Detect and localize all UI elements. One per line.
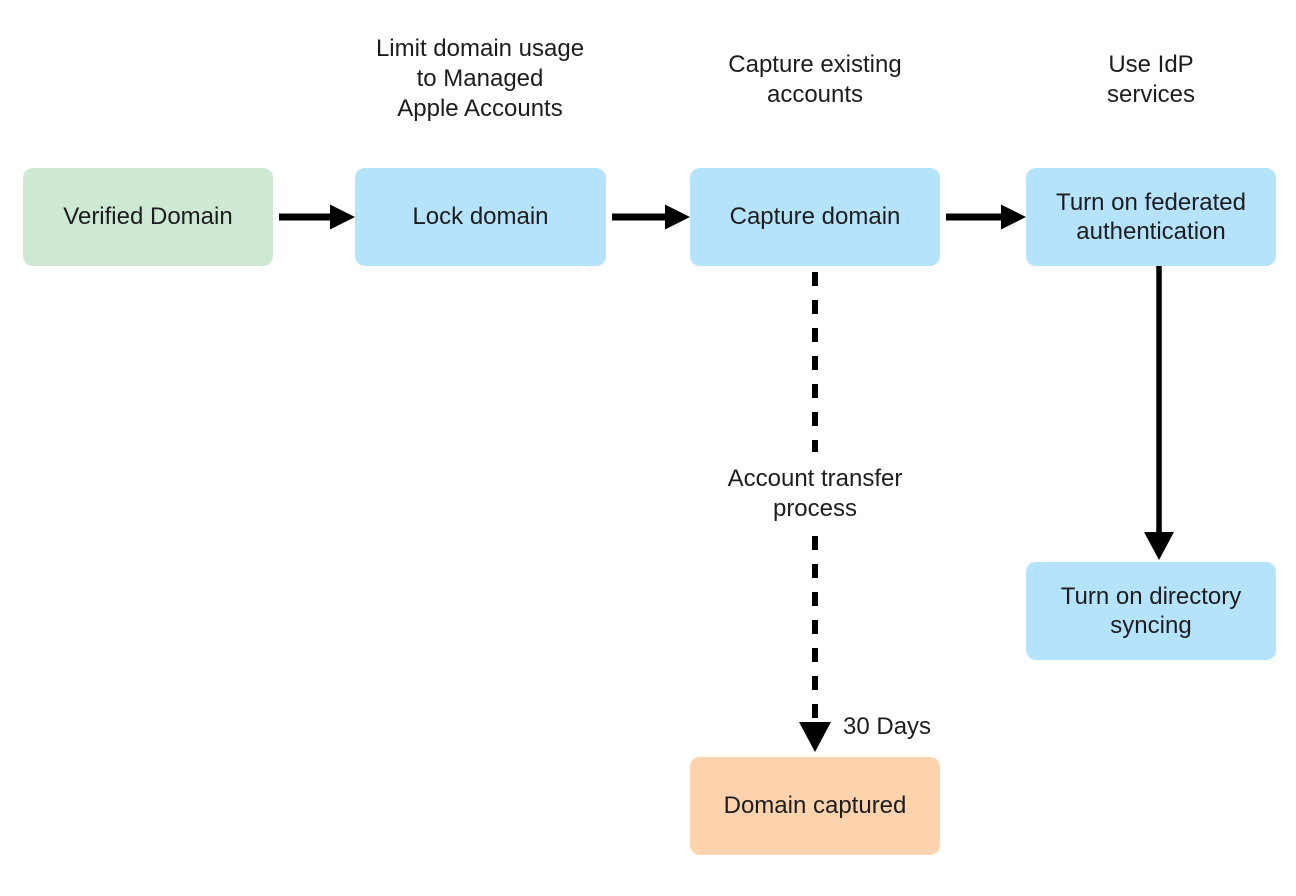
edge-label-30-days: 30 Days bbox=[843, 713, 932, 740]
node-turn-on-directory-syncing[interactable]: Turn on directory syncing bbox=[1026, 562, 1276, 660]
arrow-capture-domain-to-federated-authentication bbox=[946, 204, 1026, 230]
node-capture-domain[interactable]: Capture domain bbox=[690, 168, 940, 266]
arrow-lock-domain-to-capture-domain bbox=[612, 204, 690, 230]
arrow-verified-domain-to-lock-domain bbox=[279, 204, 355, 230]
node-verified-domain[interactable]: Verified Domain bbox=[23, 168, 273, 266]
arrow-federated-authentication-to-directory-syncing bbox=[1144, 266, 1174, 560]
caption-use-idp-services: Use IdP services bbox=[1106, 51, 1196, 109]
caption-capture-existing-accounts: Capture existing accounts bbox=[728, 51, 902, 109]
node-domain-captured[interactable]: Domain captured bbox=[690, 757, 940, 855]
node-lock-domain[interactable]: Lock domain bbox=[355, 168, 606, 266]
caption-limit-domain-usage: Limit domain usage to Managed Apple Acco… bbox=[375, 35, 585, 123]
node-turn-on-federated-authentication[interactable]: Turn on federated authentication bbox=[1026, 168, 1276, 266]
edge-label-account-transfer-process: Account transfer process bbox=[727, 465, 903, 523]
